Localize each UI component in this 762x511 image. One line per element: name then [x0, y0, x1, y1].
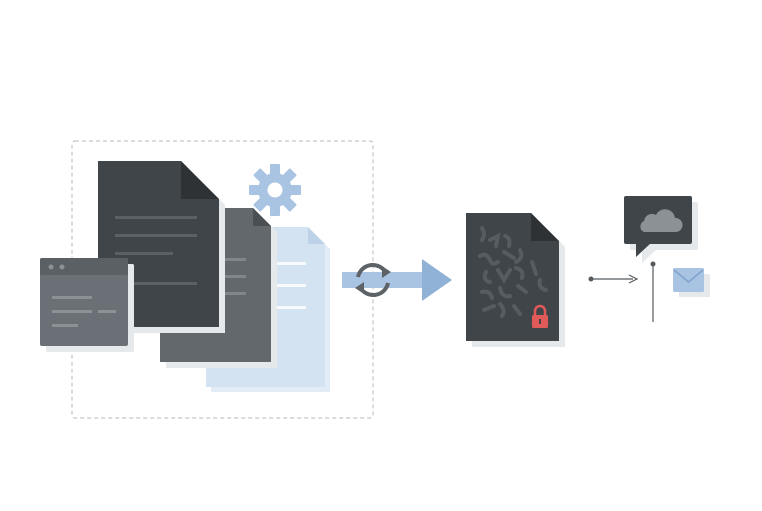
sync-icon [355, 262, 391, 298]
gear-icon [249, 164, 301, 216]
cloud-icon [624, 196, 692, 257]
document-icon [98, 161, 219, 327]
lock-icon [532, 304, 548, 328]
delivery-stem [650, 261, 656, 322]
envelope-icon [673, 268, 704, 292]
connector-arrow [588, 274, 639, 284]
window-icon [40, 258, 128, 346]
